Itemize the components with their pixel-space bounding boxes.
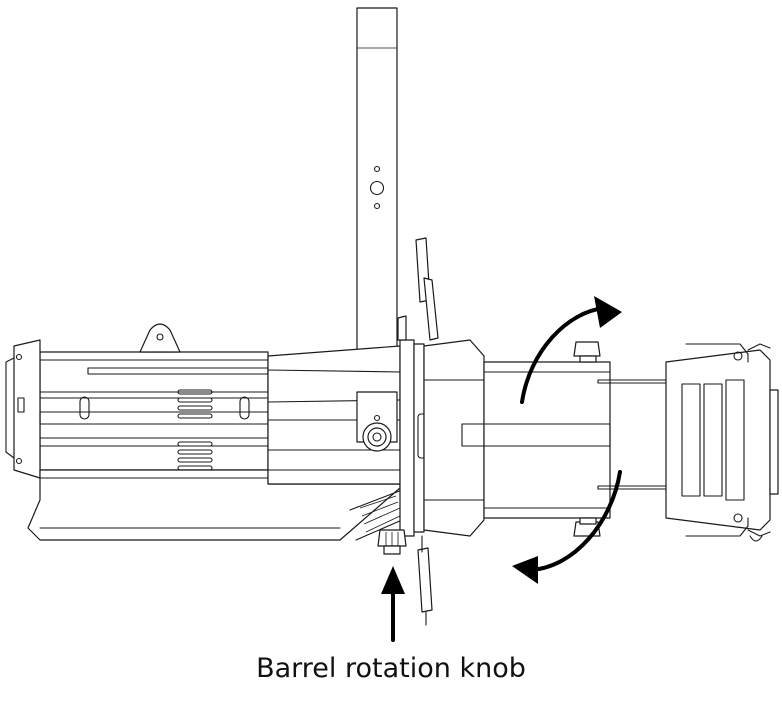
rotation-arrow-bottom <box>512 470 622 584</box>
yoke-pivot <box>356 391 398 452</box>
shutter-assembly <box>397 237 439 626</box>
front-barrel <box>423 339 669 537</box>
rotation-arrow-top <box>520 296 622 404</box>
barrel-rotation-knob <box>377 529 407 555</box>
gel-frame-holder <box>665 343 779 542</box>
callout-label: Barrel rotation knob <box>256 653 526 684</box>
rear-housing <box>5 339 403 541</box>
yoke <box>356 7 398 393</box>
top-handle <box>139 323 181 353</box>
callout-arrow <box>381 566 405 642</box>
